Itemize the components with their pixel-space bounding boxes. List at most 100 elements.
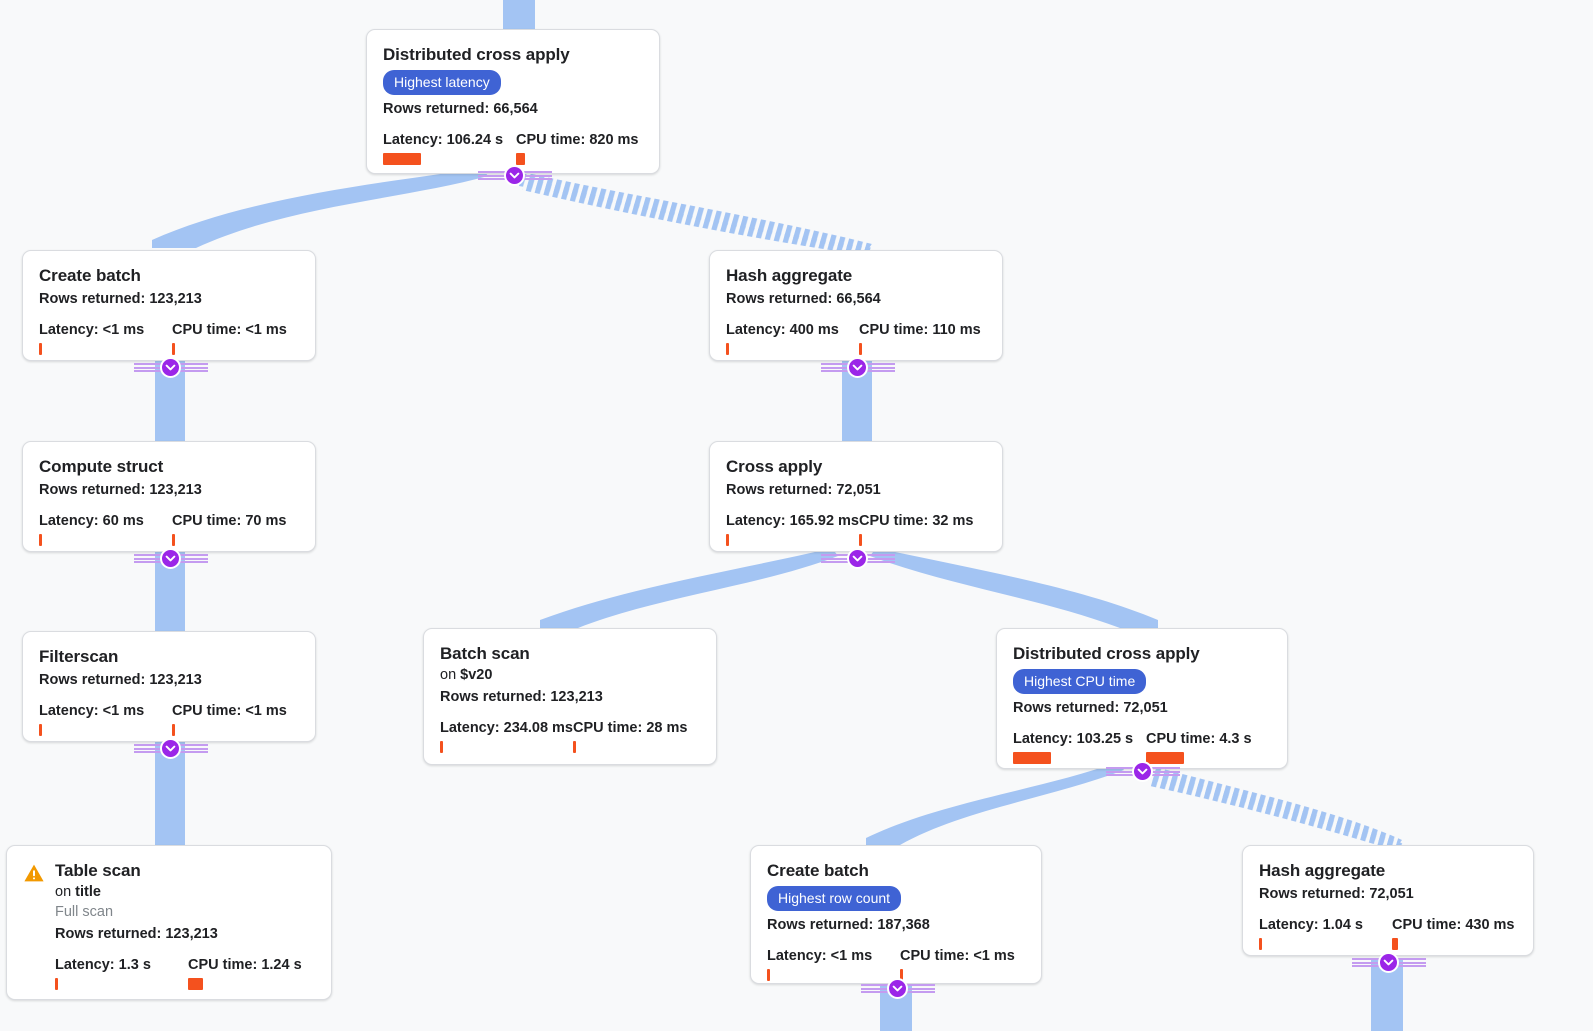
node-cpu-bar bbox=[1146, 752, 1184, 764]
node-latency-label: Latency: 106.24 s bbox=[383, 132, 504, 148]
node-latency-bar bbox=[767, 969, 770, 981]
node-latency-label: Latency: <1 ms bbox=[767, 948, 873, 964]
node-rows-returned: Rows returned: 123,213 bbox=[39, 291, 202, 307]
node-latency-metric: Latency: <1 ms bbox=[767, 948, 900, 981]
chevron-down-icon bbox=[852, 364, 863, 371]
toggle-rail-right bbox=[907, 984, 935, 993]
node-latency-metric: Latency: <1 ms bbox=[39, 322, 172, 355]
toggle-rail-right bbox=[1398, 958, 1426, 967]
node-rows-returned: Rows returned: 72,051 bbox=[1013, 700, 1168, 716]
node-rows-returned: Rows returned: 123,213 bbox=[440, 689, 603, 705]
chevron-down-icon bbox=[1383, 959, 1394, 966]
node-scan-type: Full scan bbox=[55, 904, 114, 920]
toggle-rail-left bbox=[861, 984, 889, 993]
chevron-down-icon bbox=[852, 555, 863, 562]
node-latency-label: Latency: 1.3 s bbox=[55, 957, 151, 973]
toggle-rail-left bbox=[821, 554, 849, 563]
node-title: Batch scan bbox=[440, 644, 530, 663]
node-title: Create batch bbox=[767, 861, 869, 880]
collapse-toggle-hash-aggregate-bottom[interactable] bbox=[1378, 952, 1399, 973]
node-rows-returned: Rows returned: 72,051 bbox=[726, 482, 881, 498]
node-latency-label: Latency: 165.92 ms bbox=[726, 513, 859, 529]
toggle-rail-right bbox=[867, 554, 895, 563]
node-cpu-bar bbox=[859, 343, 862, 355]
node-rows-returned: Rows returned: 72,051 bbox=[1259, 886, 1414, 902]
node-cpu-bar bbox=[516, 153, 525, 165]
collapse-toggle-hash-aggregate-upper[interactable] bbox=[847, 357, 868, 378]
node-title: Distributed cross apply bbox=[383, 45, 570, 64]
node-badge: Highest latency bbox=[383, 70, 501, 95]
node-metrics: Latency: 1.3 s CPU time: 1.24 s bbox=[55, 957, 315, 990]
toggle-rail-right bbox=[180, 744, 208, 753]
node-cpu-metric: CPU time: 28 ms bbox=[573, 720, 687, 753]
node-cpu-bar bbox=[900, 969, 903, 981]
node-latency-bar bbox=[39, 534, 42, 546]
collapse-toggle-create-batch-bottom[interactable] bbox=[887, 978, 908, 999]
toggle-rail-right bbox=[180, 363, 208, 372]
toggle-rail-left bbox=[821, 363, 849, 372]
node-title: Hash aggregate bbox=[1259, 861, 1386, 880]
collapse-toggle-distributed-cross-apply-2[interactable] bbox=[1132, 761, 1153, 782]
toggle-rail-left bbox=[478, 171, 506, 180]
toggle-rail-right bbox=[524, 171, 552, 180]
node-latency-bar bbox=[1013, 752, 1051, 764]
node-latency-metric: Latency: 106.24 s bbox=[383, 132, 516, 165]
on-value: $v20 bbox=[460, 667, 493, 683]
node-latency-label: Latency: 60 ms bbox=[39, 513, 144, 529]
chevron-down-icon bbox=[165, 745, 176, 752]
edge-dca2-to-hash-aggregate-striped-2 bbox=[1150, 772, 1404, 852]
node-target: on $v20 bbox=[440, 666, 700, 685]
node-cpu-metric: CPU time: 70 ms bbox=[172, 513, 286, 546]
node-latency-bar bbox=[39, 724, 42, 736]
node-cpu-label: CPU time: <1 ms bbox=[172, 703, 287, 719]
node-title: Distributed cross apply bbox=[1013, 644, 1200, 663]
on-value: title bbox=[75, 884, 101, 900]
collapse-toggle-cross-apply[interactable] bbox=[847, 548, 868, 569]
node-cpu-metric: CPU time: 4.3 s bbox=[1146, 731, 1252, 764]
node-badge: Highest row count bbox=[767, 886, 902, 911]
toggle-rail-left bbox=[134, 744, 162, 753]
collapse-toggle-root[interactable] bbox=[504, 165, 525, 186]
toggle-rail-right bbox=[180, 554, 208, 563]
node-cpu-label: CPU time: 32 ms bbox=[859, 513, 974, 529]
node-cpu-metric: CPU time: <1 ms bbox=[172, 703, 287, 736]
node-latency-bar bbox=[39, 343, 42, 355]
toggle-rail-right bbox=[1152, 767, 1180, 776]
node-cpu-metric: CPU time: <1 ms bbox=[900, 948, 1015, 981]
node-metrics: Latency: <1 ms CPU time: <1 ms bbox=[767, 948, 1025, 981]
node-latency-bar bbox=[726, 343, 729, 355]
node-cpu-metric: CPU time: 1.24 s bbox=[188, 957, 302, 990]
node-cpu-bar bbox=[188, 978, 203, 990]
node-rows-returned: Rows returned: 123,213 bbox=[39, 672, 202, 688]
node-latency-metric: Latency: <1 ms bbox=[39, 703, 172, 736]
node-cpu-label: CPU time: 70 ms bbox=[172, 513, 287, 529]
collapse-toggle-compute-struct[interactable] bbox=[160, 548, 181, 569]
node-cpu-bar bbox=[172, 724, 175, 736]
chevron-down-icon bbox=[165, 364, 176, 371]
node-title: Create batch bbox=[39, 266, 141, 285]
toggle-rail-left bbox=[1352, 958, 1380, 967]
collapse-toggle-filterscan[interactable] bbox=[160, 738, 181, 759]
node-rows-returned: Rows returned: 66,564 bbox=[726, 291, 881, 307]
node-cpu-bar bbox=[573, 741, 576, 753]
node-cpu-metric: CPU time: 110 ms bbox=[859, 322, 981, 355]
chevron-down-icon bbox=[509, 172, 520, 179]
collapse-toggle-create-batch-left[interactable] bbox=[160, 357, 181, 378]
node-title: Filterscan bbox=[39, 647, 119, 666]
node-metrics: Latency: 60 ms CPU time: 70 ms bbox=[39, 513, 299, 546]
